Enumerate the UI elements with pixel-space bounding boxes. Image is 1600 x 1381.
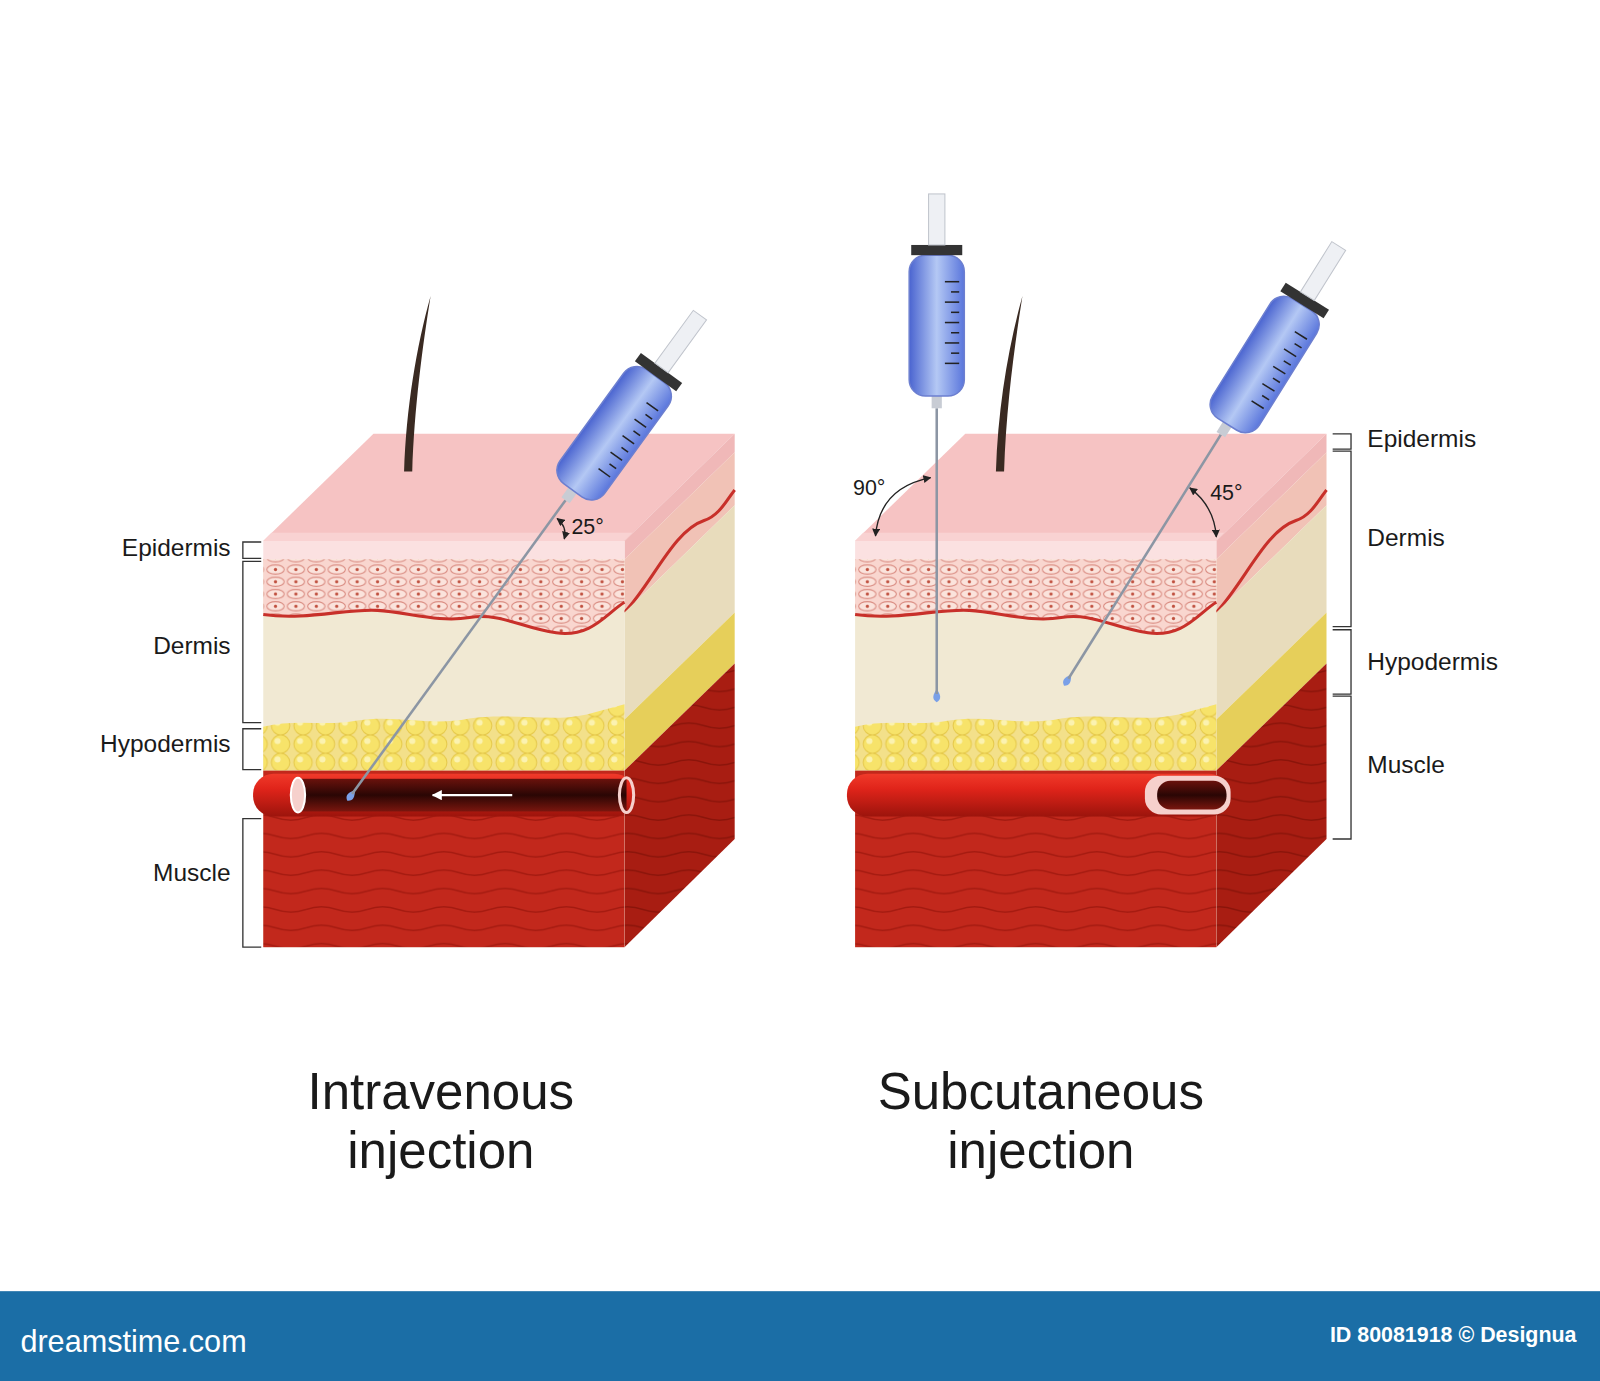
layer-label: Hypodermis <box>1367 648 1498 676</box>
layer-label: Hypodermis <box>100 730 231 758</box>
angle-label: 90° <box>853 475 885 500</box>
angle-label: 45° <box>1210 481 1242 506</box>
watermark: ID 80081918 © Designua <box>1330 1322 1577 1347</box>
caption: Subcutaneous injection <box>827 1063 1256 1180</box>
layer-label: Epidermis <box>122 534 231 562</box>
layer-label: Dermis <box>1367 524 1444 552</box>
watermark: dreamstime.com <box>20 1324 246 1359</box>
angle-label: 25° <box>571 514 603 539</box>
layer-label: Muscle <box>1367 751 1445 779</box>
layer-label: Epidermis <box>1367 425 1476 453</box>
layer-label: Muscle <box>153 859 231 887</box>
caption: Intravenous injection <box>227 1063 656 1180</box>
layer-label: Dermis <box>153 632 230 660</box>
